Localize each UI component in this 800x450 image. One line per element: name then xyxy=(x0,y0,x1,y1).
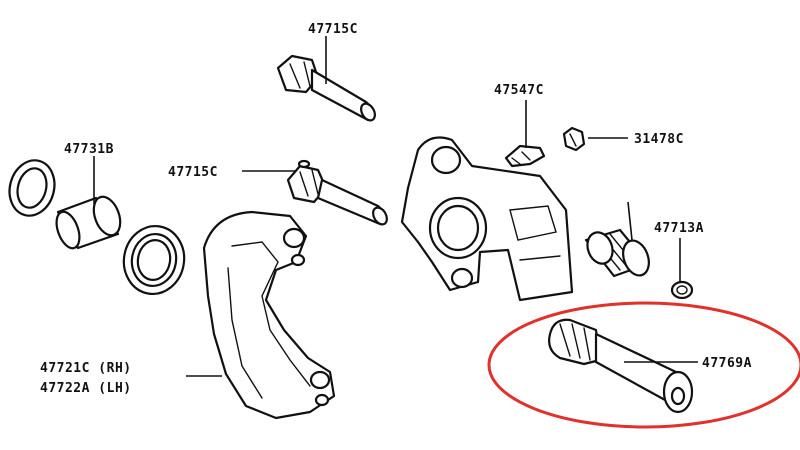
piston-seal-ring xyxy=(8,159,56,217)
bleeder-plug xyxy=(562,126,586,152)
caliper-body xyxy=(400,136,574,302)
piston-dust-boot xyxy=(122,225,186,295)
pin-dust-boot xyxy=(584,201,650,278)
label-boot-clip: 47547C xyxy=(494,83,544,98)
slide-pin xyxy=(548,318,694,414)
caliper-bracket xyxy=(202,210,336,420)
pin-bushing xyxy=(670,280,694,300)
label-pin-boot: 47713A xyxy=(654,221,704,236)
upper-guide-pin xyxy=(276,54,376,122)
label-pin-upper: 47715C xyxy=(308,22,358,37)
label-pin-middle: 47715C xyxy=(168,165,218,180)
label-piston-kit: 47731B xyxy=(64,142,114,157)
highlight-circle xyxy=(487,301,800,429)
label-slide-pin: 47769A xyxy=(702,356,752,371)
caliper-piston xyxy=(55,195,122,250)
label-bleeder: 31478C xyxy=(634,132,684,147)
label-bracket-rh: 47721C (RH) xyxy=(40,361,132,376)
label-bracket-lh: 47722A (LH) xyxy=(40,381,132,396)
middle-guide-pin xyxy=(286,159,388,226)
boot-clip xyxy=(504,144,546,168)
